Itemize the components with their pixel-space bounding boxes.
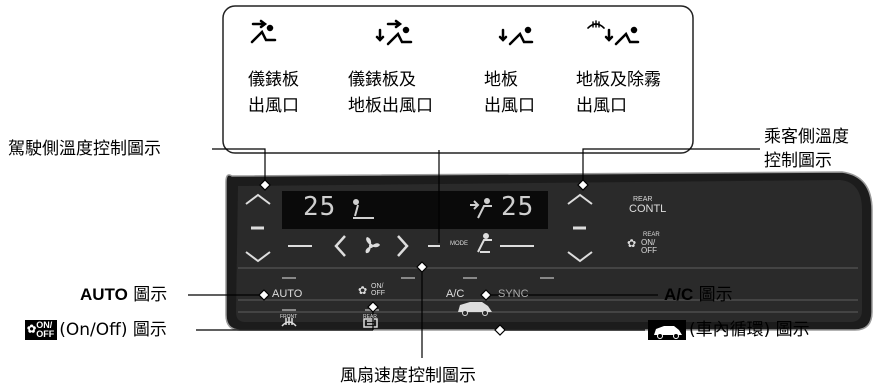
vent-floor-defrost-icon	[587, 20, 640, 46]
front-defrost-icon	[281, 317, 297, 327]
driver-temp-label: 駕駛側溫度控制圖示	[8, 139, 161, 159]
ac-button[interactable]: A/C	[446, 288, 465, 300]
fan-onoff-panel-icon: ✿	[358, 285, 368, 297]
rear-onoff-mid: ON/	[641, 238, 656, 247]
driver-temp-up-icon	[245, 193, 271, 205]
lcd-display	[282, 191, 548, 229]
ac-marker	[480, 289, 492, 301]
auto-suffix: 圖示	[127, 285, 168, 305]
fan-speed-label: 風扇速度控制圖示	[340, 366, 476, 386]
rear-onoff-top: REAR	[643, 232, 660, 238]
fan-onoff-icon: ✿ON/ OFF	[25, 320, 58, 340]
fan-onoff-top: ON/	[371, 283, 384, 290]
vent-floor-icon	[498, 26, 534, 46]
lcd-left-temp: 25	[303, 192, 337, 222]
mode-label-face: 儀錶板 出風口	[248, 70, 299, 116]
mode-seat-icon	[477, 233, 492, 253]
recirc-marker	[494, 324, 506, 336]
driver-temp-down-icon	[245, 251, 271, 263]
mode-legend-box	[222, 5, 694, 154]
auto-label: AUTO 圖示	[80, 284, 167, 306]
mode-label-floor: 地板 出風口	[484, 70, 535, 116]
lcd-right-temp: 25	[501, 192, 535, 222]
recirculation-icon	[458, 302, 492, 316]
vent-face-icon	[250, 19, 277, 44]
rear-onoff-bottom[interactable]: OFF	[641, 246, 657, 255]
onoff-label: ✿ON/ OFF(On/Off) 圖示	[25, 319, 167, 341]
passenger-temp-marker	[577, 179, 589, 191]
fan-onoff-button[interactable]: OFF	[371, 290, 385, 297]
auto-button[interactable]: AUTO	[272, 288, 303, 300]
fan-down-icon	[334, 235, 346, 257]
onoff-marker	[367, 301, 379, 313]
onoff-box-text: ON/ OFF	[36, 320, 55, 339]
passenger-temp-down-icon	[567, 251, 593, 263]
passenger-temp-label: 乘客側溫度 控制圖示	[764, 127, 849, 171]
rear-fan-icon: ✿	[627, 238, 637, 250]
passenger-temp-up-icon	[567, 193, 593, 205]
lcd-passenger-seat-icon	[470, 198, 492, 219]
rear-contl-button[interactable]: CONTL	[629, 203, 667, 215]
ac-suffix: 圖示	[693, 285, 733, 305]
vent-face-floor-icon	[375, 19, 413, 46]
recirc-label: (車內循環) 圖示	[648, 319, 810, 341]
auto-key: AUTO	[80, 285, 128, 304]
fan-speed-marker	[416, 261, 428, 273]
mode-button[interactable]: MODE	[450, 241, 468, 247]
mode-label-face-floor: 儀錶板及 地板出風口	[348, 70, 433, 116]
ac-label: A/C 圖示	[664, 284, 733, 306]
ac-key: A/C	[664, 285, 694, 304]
fan-up-icon	[397, 235, 409, 257]
rear-defrost-button[interactable]: REAR	[363, 314, 377, 320]
auto-marker	[258, 289, 270, 301]
rear-contl-top: REAR	[633, 196, 653, 203]
recirc-legend-icon	[648, 320, 686, 340]
driver-temp-marker	[259, 179, 271, 191]
lcd-driver-seat-icon	[353, 199, 374, 219]
recirc-suffix: (車內循環) 圖示	[689, 320, 810, 340]
mode-label-floor-defrost: 地板及除霧 出風口	[576, 70, 661, 116]
fan-icon	[365, 237, 380, 254]
front-defrost-button[interactable]: FRONT	[280, 314, 298, 320]
sync-button[interactable]: SYNC	[498, 288, 529, 300]
onoff-suffix: (On/Off) 圖示	[59, 320, 167, 340]
